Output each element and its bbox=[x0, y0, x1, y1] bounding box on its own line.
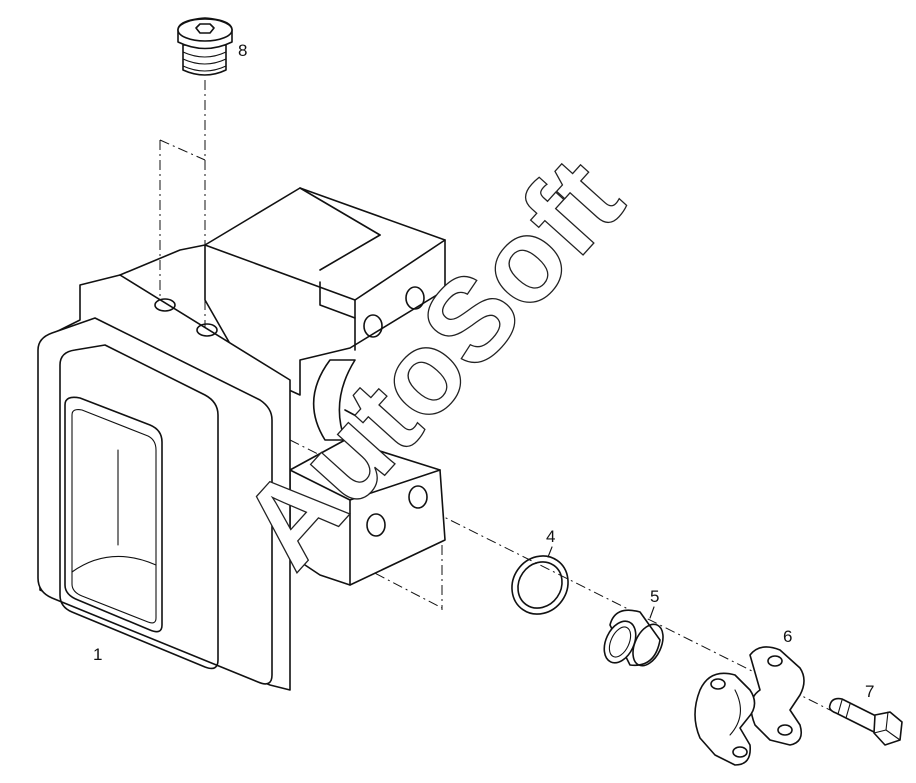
leader-5 bbox=[649, 606, 655, 619]
part-5-cover bbox=[603, 609, 664, 667]
leader-4 bbox=[547, 546, 553, 558]
part-1-housing bbox=[37, 187, 446, 691]
callout-5: 5 bbox=[650, 587, 659, 606]
part-8-plug-screw bbox=[177, 17, 233, 76]
part-7-hex-bolt bbox=[828, 697, 903, 746]
callout-1: 1 bbox=[93, 645, 102, 664]
callout-6: 6 bbox=[783, 627, 792, 646]
callout-7: 7 bbox=[865, 682, 874, 701]
callouts: 1 8 4 5 6 7 bbox=[93, 41, 874, 701]
callout-4: 4 bbox=[546, 527, 555, 546]
callout-8: 8 bbox=[238, 41, 247, 60]
part-4-o-ring bbox=[511, 555, 569, 615]
part-6-split-flange bbox=[694, 646, 805, 766]
